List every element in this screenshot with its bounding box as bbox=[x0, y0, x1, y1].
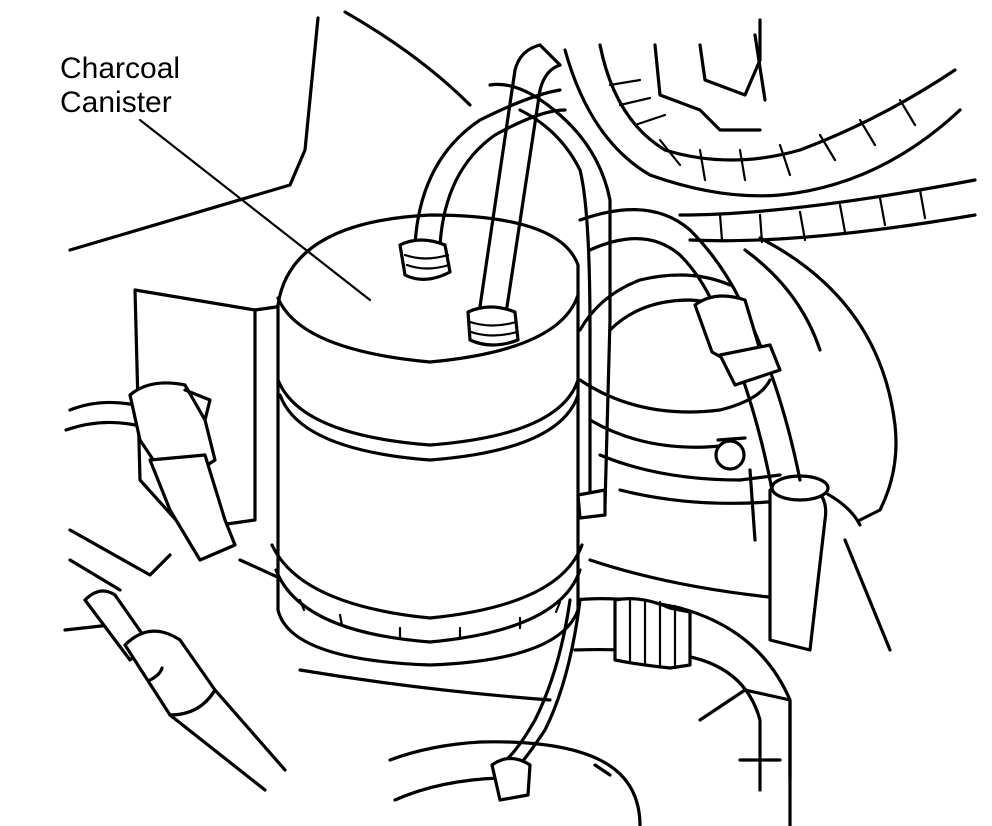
label-canister: Canister bbox=[60, 86, 172, 119]
canister-hoses bbox=[398, 43, 612, 520]
label-charcoal: Charcoal bbox=[60, 52, 180, 85]
bolt-icon bbox=[714, 439, 746, 471]
wiring-harness bbox=[563, 18, 977, 244]
sensor-wire bbox=[490, 598, 612, 802]
vacuum-hose-right bbox=[768, 474, 830, 652]
vacuum-sensor bbox=[64, 381, 237, 562]
ac-line bbox=[573, 597, 792, 792]
label-leader-line bbox=[138, 118, 372, 302]
charcoal-canister bbox=[270, 213, 584, 667]
throttle-body bbox=[578, 273, 802, 602]
intake-fitting bbox=[63, 528, 287, 792]
purge-hose bbox=[578, 207, 802, 492]
